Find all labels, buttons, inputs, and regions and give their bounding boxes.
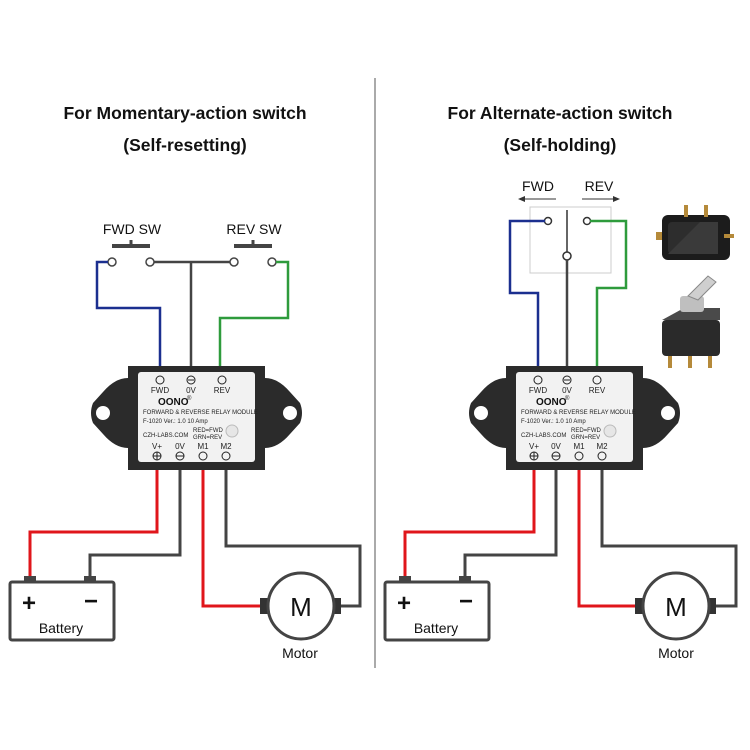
terminal-m2: M2	[220, 442, 232, 451]
status-led	[603, 424, 617, 438]
terminal-m2: M2	[596, 442, 608, 451]
terminal-rev: REV	[589, 386, 606, 395]
motor-right: M Motor	[635, 571, 716, 661]
module-version: F-1020 Ver.: 1.0 10 Amp	[143, 419, 208, 425]
terminal-fwd: FWD	[151, 386, 169, 395]
module-website: CZH-LABS.COM	[143, 433, 188, 439]
terminal-m1: M1	[573, 442, 585, 451]
battery-positive-wire	[28, 470, 159, 580]
module-version: F-1020 Ver.: 1.0 10 Amp	[521, 419, 586, 425]
terminal-0v-bottom: 0V	[175, 442, 185, 451]
fwd-wire	[95, 260, 162, 366]
rev-arrow	[582, 196, 620, 202]
left-title-line2: (Self-resetting)	[123, 135, 246, 155]
battery-minus: −	[84, 588, 98, 615]
rev-pushbutton-switch	[229, 240, 277, 267]
right-panel: For Alternate-action switch (Self-holdin…	[383, 103, 738, 661]
battery-negative-wire	[463, 470, 558, 580]
alt-rev-label: REV	[585, 178, 614, 194]
battery-plus: +	[397, 590, 411, 617]
module-website: CZH-LABS.COM	[521, 433, 566, 439]
rev-wire	[218, 260, 290, 366]
battery-label: Battery	[39, 620, 83, 636]
motor-m1-wire	[201, 470, 262, 608]
battery-right: + − Battery	[383, 576, 491, 642]
terminal-v-plus: V+	[529, 442, 539, 451]
relay-module-left: FWD 0V REV OONO ® FORWARD & REVERSE RELA…	[91, 366, 302, 470]
module-registered: ®	[187, 395, 192, 402]
right-title-line1: For Alternate-action switch	[448, 103, 673, 123]
battery-negative-wire	[88, 470, 182, 580]
module-led-text-1: RED=FWD	[571, 428, 602, 434]
relay-module-right: FWD 0V REV OONO ® FORWARD & REVERSE RELA…	[469, 366, 680, 470]
left-title-line1: For Momentary-action switch	[63, 103, 306, 123]
fwd-switch-label: FWD SW	[103, 221, 162, 237]
module-title: FORWARD & REVERSE RELAY MODULE	[521, 410, 636, 416]
spdt-switch	[529, 206, 612, 274]
motor-m2-wire	[600, 470, 738, 608]
motor-left: M Motor	[260, 571, 341, 661]
motor-label: Motor	[658, 645, 694, 661]
rev-switch-label: REV SW	[226, 221, 282, 237]
alt-fwd-wire	[508, 219, 545, 366]
module-led-text-2: GRN=REV	[571, 435, 600, 441]
right-title-line2: (Self-holding)	[504, 135, 617, 155]
battery-plus: +	[22, 590, 36, 617]
battery-label: Battery	[414, 620, 458, 636]
motor-m2-wire	[224, 470, 362, 608]
module-title: FORWARD & REVERSE RELAY MODULE	[143, 410, 258, 416]
rocker-switch-icon	[656, 205, 734, 260]
terminal-0v-bottom: 0V	[551, 442, 561, 451]
terminal-rev: REV	[214, 386, 231, 395]
fwd-pushbutton-switch	[107, 240, 155, 267]
fwd-arrow	[518, 196, 556, 202]
motor-m1-wire	[577, 470, 637, 608]
battery-left: + − Battery	[8, 576, 116, 642]
motor-symbol: M	[665, 592, 687, 622]
battery-positive-wire	[403, 470, 536, 580]
toggle-switch-icon	[662, 275, 720, 368]
motor-symbol: M	[290, 592, 312, 622]
alt-fwd-label: FWD	[522, 178, 554, 194]
alt-rev-wire	[590, 219, 628, 366]
terminal-0v-top: 0V	[562, 386, 572, 395]
left-panel: For Momentary-action switch (Self-resett…	[8, 103, 362, 661]
terminal-m1: M1	[197, 442, 209, 451]
terminal-v-plus: V+	[152, 442, 162, 451]
terminal-fwd: FWD	[529, 386, 547, 395]
status-led	[225, 424, 239, 438]
module-brand: OONO	[536, 397, 567, 408]
battery-minus: −	[459, 588, 473, 615]
module-led-text-1: RED=FWD	[193, 428, 224, 434]
terminal-0v-top: 0V	[186, 386, 196, 395]
motor-label: Motor	[282, 645, 318, 661]
module-registered: ®	[565, 395, 570, 402]
module-brand: OONO	[158, 397, 189, 408]
module-led-text-2: GRN=REV	[193, 435, 222, 441]
